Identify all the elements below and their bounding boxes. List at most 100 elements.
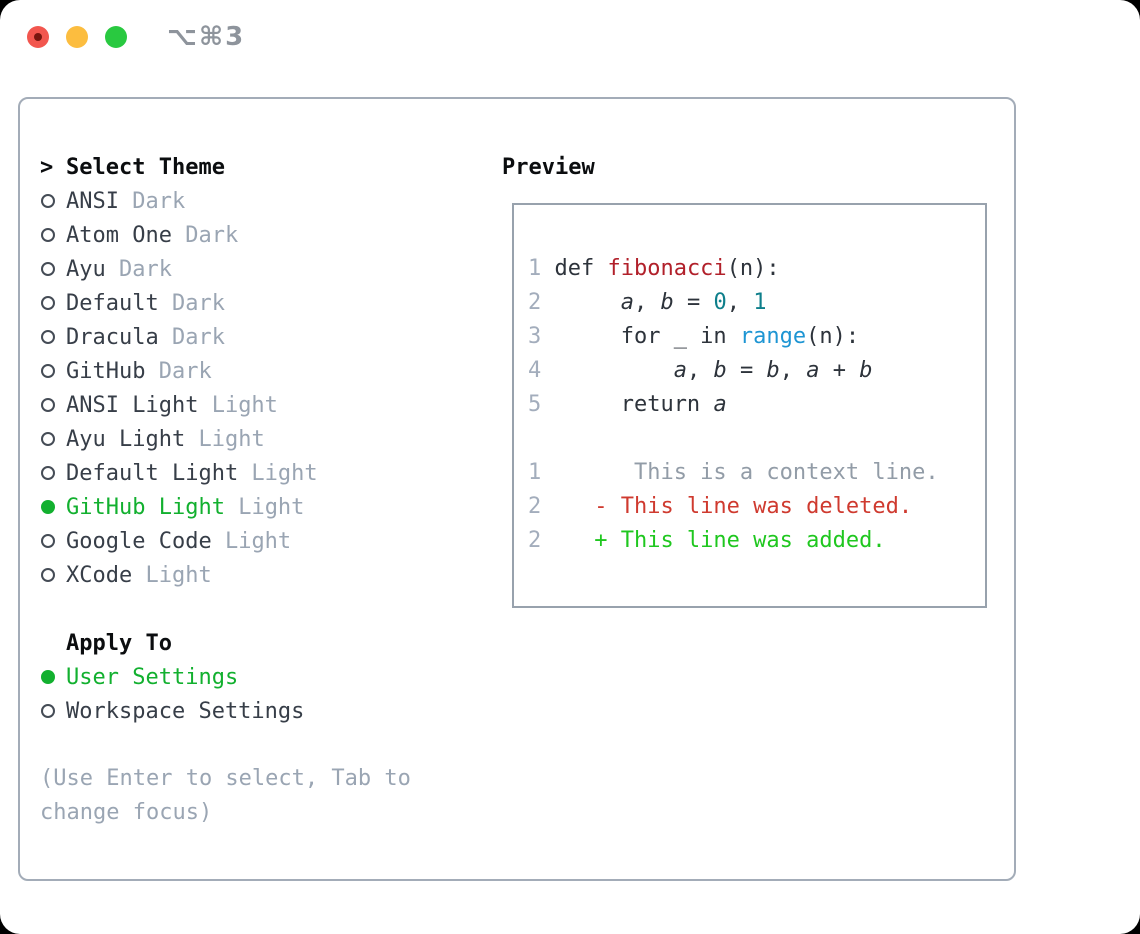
minimize-button[interactable] — [66, 26, 88, 48]
code-token: = — [673, 290, 714, 315]
theme-option[interactable]: ANSI Light Light — [40, 388, 470, 422]
code-line: 4 a, b = b, a + b — [528, 354, 939, 388]
radio-unselected-icon — [41, 534, 55, 548]
code-token: , — [779, 358, 807, 383]
line-number: 1 — [528, 256, 542, 281]
radio-unselected-icon — [41, 194, 55, 208]
section-title: Select Theme — [66, 154, 225, 180]
option-variant: Light — [211, 528, 292, 554]
radio-selected-icon — [41, 500, 55, 514]
zoom-button[interactable] — [105, 26, 127, 48]
radio-unselected-icon — [41, 296, 55, 310]
option-label: Default — [66, 290, 159, 316]
code-token: a — [673, 358, 687, 383]
theme-option[interactable]: Dracula Dark — [40, 320, 470, 354]
spacer — [40, 728, 470, 762]
option-label: Google Code — [66, 528, 212, 554]
code-token — [554, 290, 620, 315]
option-label: Dracula — [66, 324, 159, 350]
code-token: = — [726, 358, 767, 383]
code-token: + — [819, 358, 860, 383]
theme-option[interactable]: Default Light Light — [40, 456, 470, 490]
hint-line: change focus) — [40, 800, 213, 825]
option-label: GitHub Light — [66, 494, 225, 520]
close-button[interactable] — [27, 26, 49, 48]
code-token: def — [554, 256, 608, 281]
code-token: , — [686, 358, 714, 383]
option-label: Ayu — [66, 256, 106, 282]
radio-unselected-icon — [41, 228, 55, 242]
code-line: 1 This is a context line. — [528, 456, 939, 490]
theme-option[interactable]: XCode Light — [40, 558, 470, 592]
select-theme-header: > Select Theme — [40, 150, 470, 184]
option-variant: Dark — [158, 290, 225, 316]
focus-caret-icon: > — [40, 154, 54, 180]
option-label: XCode — [66, 562, 133, 588]
theme-option[interactable]: Ayu Light Light — [40, 422, 470, 456]
option-label: Ayu Light — [66, 426, 186, 452]
code-token: a — [620, 290, 634, 315]
code-token: This is a context line. — [554, 460, 939, 485]
radio-unselected-icon — [41, 330, 55, 344]
code-line: 2 a, b = 0, 1 — [528, 286, 939, 320]
line-number: 4 — [528, 358, 542, 383]
code-line: 5 return a — [528, 388, 939, 422]
option-label: Default Light — [66, 460, 239, 486]
theme-option[interactable]: GitHub Dark — [40, 354, 470, 388]
radio-unselected-icon — [41, 262, 55, 276]
theme-option[interactable]: Atom One Dark — [40, 218, 470, 252]
line-number: 1 — [528, 460, 542, 485]
code-token: for _ in — [554, 324, 740, 349]
option-variant: Light — [224, 494, 305, 520]
theme-option[interactable]: Default Dark — [40, 286, 470, 320]
option-label: User Settings — [66, 664, 239, 690]
apply-to-header: Apply To — [40, 626, 470, 660]
option-variant: Light — [198, 392, 278, 418]
option-label: GitHub — [66, 358, 146, 384]
theme-option[interactable]: ANSI Dark — [40, 184, 470, 218]
radio-unselected-icon — [41, 364, 55, 378]
code-token: , — [633, 290, 661, 315]
preview-header: Preview — [502, 155, 595, 180]
option-variant: Dark — [105, 256, 172, 282]
theme-option[interactable]: Google Code Light — [40, 524, 470, 558]
option-label: ANSI — [66, 188, 119, 214]
code-line: 2 + This line was added. — [528, 524, 939, 558]
code-token: a — [713, 392, 727, 417]
code-token: , — [726, 290, 754, 315]
code-token: + This line was added. — [554, 528, 886, 553]
option-label: Atom One — [66, 222, 172, 248]
titlebar: ⌥⌘3 — [27, 22, 245, 52]
radio-unselected-icon — [41, 398, 55, 412]
code-line — [528, 422, 939, 456]
radio-unselected-icon — [41, 432, 55, 446]
section-title: Apply To — [66, 630, 172, 656]
code-token: 0 — [713, 290, 727, 315]
option-label: Workspace Settings — [66, 698, 305, 724]
code-line: 2 - This line was deleted. — [528, 490, 939, 524]
code-token: a — [806, 358, 820, 383]
theme-option[interactable]: Ayu Dark — [40, 252, 470, 286]
hint-line: (Use Enter to select, Tab to — [40, 766, 411, 791]
code-token: b — [660, 290, 674, 315]
line-number: 5 — [528, 392, 542, 417]
theme-option[interactable]: GitHub Light Light — [40, 490, 470, 524]
apply-option[interactable]: Workspace Settings — [40, 694, 470, 728]
code-token — [554, 358, 673, 383]
code-token: - This line was deleted. — [554, 494, 913, 519]
apply-option[interactable]: User Settings — [40, 660, 470, 694]
option-variant: Dark — [145, 358, 212, 384]
code-token: fibonacci — [607, 256, 727, 281]
radio-unselected-icon — [41, 466, 55, 480]
radio-unselected-icon — [41, 704, 55, 718]
code-token: return — [554, 392, 714, 417]
hint-text: (Use Enter to select, Tab to change focus… — [40, 762, 470, 830]
option-variant: Dark — [118, 188, 186, 214]
option-variant: Light — [238, 460, 318, 486]
